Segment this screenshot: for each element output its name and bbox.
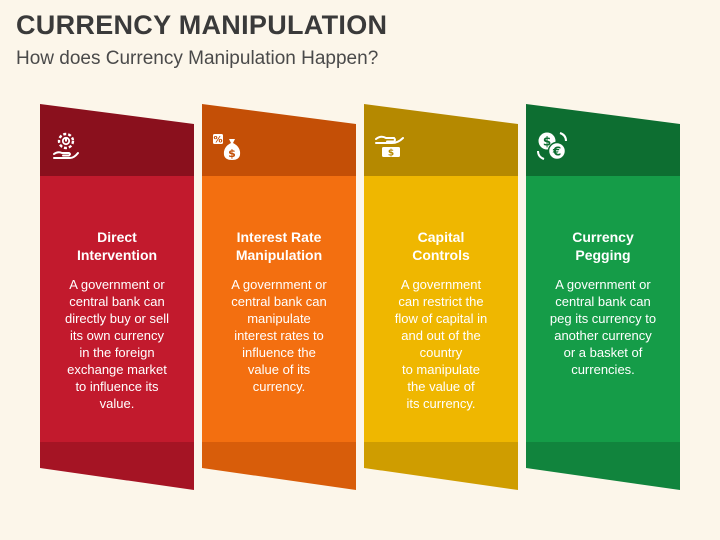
hand-cash-icon: $ [375, 135, 404, 159]
svg-text:%: % [213, 136, 222, 146]
currency-exchange-icon: $ € [537, 132, 567, 161]
card-title: Interest Rate Manipulation [235, 229, 323, 263]
svg-text:€: € [552, 145, 561, 159]
card-title: Capital Controls [412, 229, 470, 263]
svg-text:$: $ [388, 149, 394, 159]
card-banner-shape [364, 104, 518, 490]
page-subtitle: How does Currency Manipulation Happen? [16, 48, 379, 69]
card-title: Currency Pegging [572, 229, 634, 263]
card-title: Direct Intervention [76, 229, 158, 263]
card-banner-shape [526, 104, 680, 490]
svg-text:$: $ [543, 135, 551, 149]
card-banner-shape [202, 104, 356, 490]
svg-text:$: $ [228, 147, 236, 160]
page-title: CURRENCY MANIPULATION [16, 10, 388, 40]
gear-hand-icon [53, 132, 79, 159]
money-bag-percent-icon: % $ [213, 134, 241, 160]
card-banner-shape [40, 104, 194, 490]
card-interest-rate-manipulation: % $ Interest Rate Manipulation A governm… [202, 104, 356, 490]
